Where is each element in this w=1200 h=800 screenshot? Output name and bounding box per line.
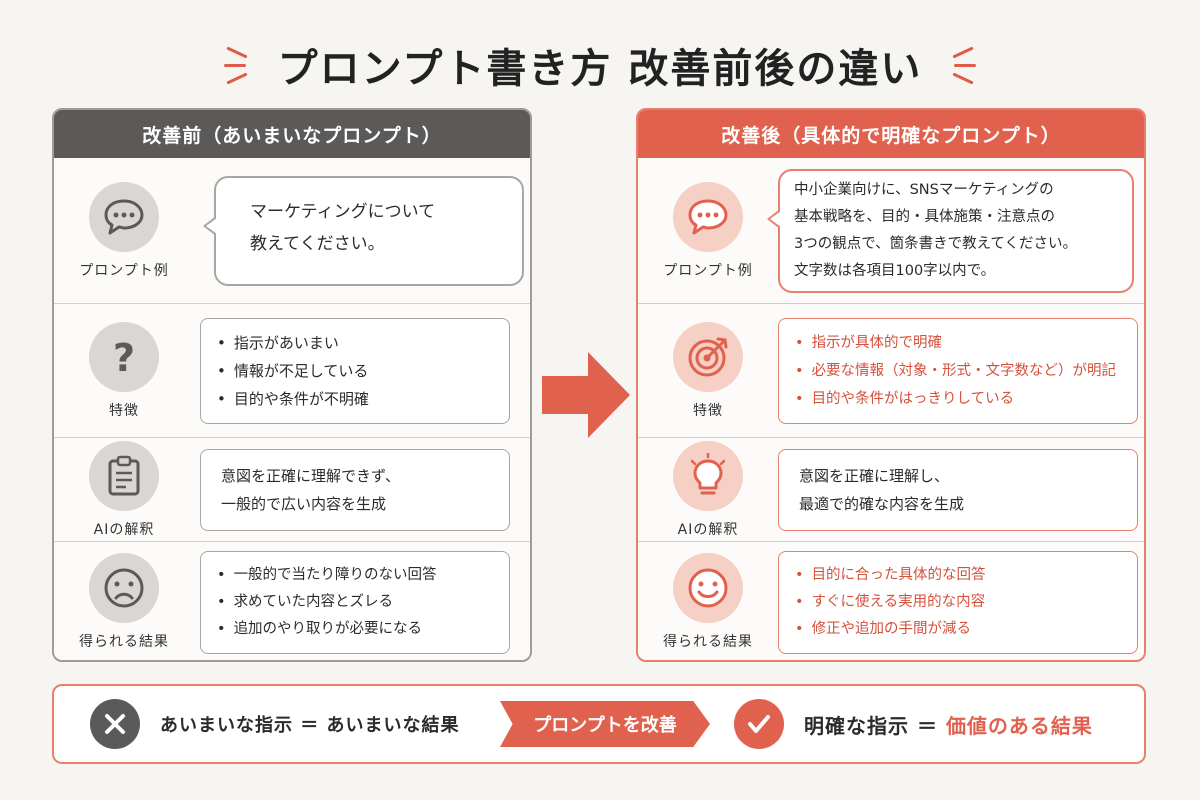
check-icon (734, 699, 784, 749)
smile-face-icon (673, 553, 743, 623)
good-summary-text: 明確な指示 ＝ 価値のある結果 (804, 710, 1093, 739)
list-item: 目的や条件がはっきりしている (795, 385, 1121, 413)
lightbulb-icon (673, 440, 743, 511)
good-summary-prefix: 明確な指示 ＝ (804, 713, 946, 738)
prompt-line: 文字数は各項目100字以内で。 (794, 262, 996, 279)
prompt-line: 中小企業向けに、SNSマーケティングの (794, 181, 1054, 198)
after-features-box: 指示が具体的で明確 必要な情報（対象・形式・文字数など）が明記 目的や条件がはっ… (778, 317, 1138, 424)
list-item: 必要な情報（対象・形式・文字数など）が明記 (795, 357, 1121, 385)
good-summary-value: 価値のある結果 (945, 713, 1093, 738)
list-item: 目的や条件が不明確 (217, 385, 493, 413)
before-prompt-bubble: マーケティングについて 教えてください。 (203, 175, 524, 286)
before-panel: 改善前（あいまいなプロンプト） プロンプト例 マーケティングについて 教えてくだ… (52, 108, 532, 662)
after-panel: 改善後（具体的で明確なプロンプト） プロンプト例 中小企業向けに、SNSマーケテ… (636, 108, 1146, 662)
list-item: 目的に合った具体的な回答 (795, 562, 1121, 589)
ai-line: 一般的で広い内容を生成 (221, 494, 387, 513)
ai-line: 最適で的確な内容を生成 (799, 494, 965, 513)
list-item: 指示があいまい (217, 329, 493, 357)
before-result-row: 得られる結果 一般的で当たり障りのない回答 求めていた内容とズレる 追加のやり取… (54, 542, 530, 660)
before-prompt-row: プロンプト例 マーケティングについて 教えてください。 (54, 158, 530, 304)
feature-label: 特徴 (693, 402, 723, 419)
before-feature-row: ? 特徴 指示があいまい 情報が不足している 目的や条件が不明確 (54, 304, 530, 438)
list-item: 追加のやり取りが必要になる (217, 616, 493, 643)
list-item: すぐに使える実用的な内容 (795, 589, 1121, 616)
result-label: 得られる結果 (79, 634, 169, 650)
list-item: 修正や追加の手間が減る (795, 616, 1121, 643)
before-ai-row: AIの解釈 意図を正確に理解できず、 一般的で広い内容を生成 (54, 438, 530, 542)
svg-text:?: ? (113, 336, 135, 379)
feature-label: 特徴 (109, 402, 139, 419)
list-item: 指示が具体的で明確 (795, 329, 1121, 357)
prompt-line: 3つの観点で、箇条書きで教えてください。 (794, 235, 1077, 252)
x-icon (90, 699, 140, 749)
list-item: 一般的で当たり障りのない回答 (217, 562, 493, 589)
clipboard-icon (89, 440, 159, 511)
list-item: 情報が不足している (217, 357, 493, 385)
list-item: 求めていた内容とズレる (217, 589, 493, 616)
target-icon (673, 321, 743, 392)
after-prompt-bubble: 中小企業向けに、SNSマーケティングの 基本戦略を、目的・具体施策・注意点の 3… (767, 168, 1134, 293)
prompt-line: 基本戦略を、目的・具体施策・注意点の (794, 208, 1055, 225)
speech-bubble-icon (89, 181, 159, 252)
before-results-box: 一般的で当たり障りのない回答 求めていた内容とズレる 追加のやり取りが必要になる (200, 550, 510, 654)
decoration-lines-right (948, 45, 982, 85)
title-area: プロンプト書き方 改善前後の違い (0, 30, 1200, 100)
page-title: プロンプト書き方 改善前後の違い (277, 46, 923, 92)
prompt-line: マーケティングについて (250, 201, 436, 222)
after-feature-row: 特徴 指示が具体的で明確 必要な情報（対象・形式・文字数など）が明記 目的や条件… (638, 304, 1144, 438)
prompt-line: 教えてください。 (250, 233, 385, 254)
after-header: 改善後（具体的で明確なプロンプト） (638, 110, 1144, 158)
before-header: 改善前（あいまいなプロンプト） (54, 110, 530, 158)
prompt-label: プロンプト例 (79, 262, 169, 279)
sad-face-icon (89, 553, 159, 623)
result-label: 得られる結果 (663, 634, 753, 650)
prompt-label: プロンプト例 (663, 262, 753, 279)
decoration-lines-left (218, 45, 252, 85)
before-features-box: 指示があいまい 情報が不足している 目的や条件が不明確 (200, 317, 510, 424)
improve-prompt-banner: プロンプトを改善 (500, 701, 710, 747)
after-ai-box: 意図を正確に理解し、 最適で的確な内容を生成 (778, 448, 1138, 531)
speech-bubble-icon (673, 181, 743, 252)
question-icon: ? (89, 321, 159, 392)
ai-line: 意図を正確に理解できず、 (221, 466, 400, 485)
ai-line: 意図を正確に理解し、 (799, 466, 950, 485)
after-ai-row: AIの解釈 意図を正確に理解し、 最適で的確な内容を生成 (638, 438, 1144, 542)
after-result-row: 得られる結果 目的に合った具体的な回答 すぐに使える実用的な内容 修正や追加の手… (638, 542, 1144, 660)
bad-summary-text: あいまいな指示 ＝ あいまいな結果 (160, 715, 460, 736)
before-ai-box: 意図を正確に理解できず、 一般的で広い内容を生成 (200, 448, 510, 531)
ai-label: AIの解釈 (93, 521, 155, 538)
summary-bar: あいまいな指示 ＝ あいまいな結果 プロンプトを改善 明確な指示 ＝ 価値のある… (52, 684, 1146, 764)
right-arrow-icon (542, 352, 630, 438)
after-prompt-row: プロンプト例 中小企業向けに、SNSマーケティングの 基本戦略を、目的・具体施策… (638, 158, 1144, 304)
ai-label: AIの解釈 (677, 521, 739, 538)
after-results-box: 目的に合った具体的な回答 すぐに使える実用的な内容 修正や追加の手間が減る (778, 550, 1138, 654)
